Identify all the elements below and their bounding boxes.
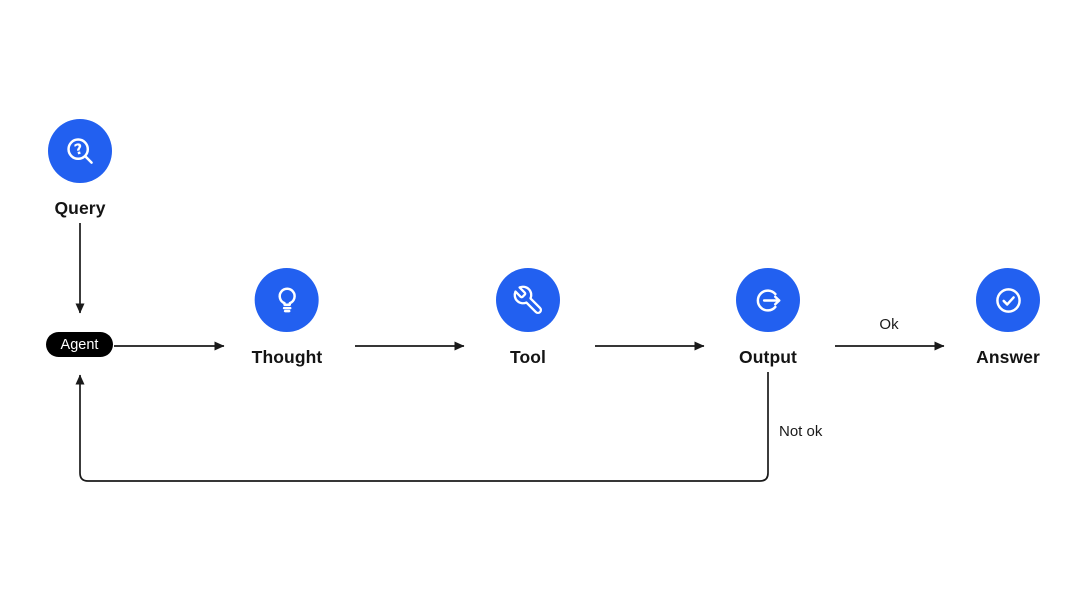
edge-label-ok: Ok bbox=[879, 316, 899, 333]
node-tool: Tool bbox=[496, 268, 560, 368]
lightbulb-icon bbox=[278, 287, 296, 312]
node-query: ? Query bbox=[48, 119, 112, 219]
tool-bubble bbox=[496, 268, 560, 332]
check-circle-icon bbox=[995, 287, 1021, 313]
search-question-icon: ? bbox=[66, 137, 93, 164]
query-bubble: ? bbox=[48, 119, 112, 183]
thought-label: Thought bbox=[251, 347, 323, 367]
edge-label-not-ok: Not ok bbox=[779, 423, 823, 440]
tool-label: Tool bbox=[509, 347, 547, 367]
wrench-icon bbox=[513, 285, 542, 314]
answer-label: Answer bbox=[976, 347, 1040, 367]
output-arrow-icon bbox=[756, 288, 780, 312]
thought-bubble bbox=[254, 268, 319, 332]
node-answer: Answer bbox=[976, 268, 1040, 368]
answer-bubble bbox=[976, 268, 1040, 332]
query-label: Query bbox=[54, 198, 106, 218]
output-label: Output bbox=[739, 347, 797, 367]
output-bubble bbox=[736, 268, 800, 332]
edge-output-agent-loop bbox=[75, 372, 769, 482]
node-thought: Thought bbox=[252, 268, 323, 368]
question-glyph: ? bbox=[72, 140, 84, 159]
node-agent: Agent bbox=[46, 332, 113, 357]
node-output: Output bbox=[736, 268, 800, 368]
